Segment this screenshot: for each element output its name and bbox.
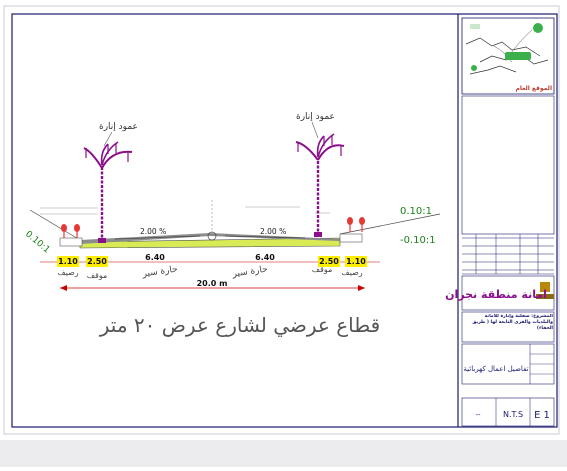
svg-text:2.50: 2.50 — [87, 257, 107, 266]
label-parking-left: موقف — [87, 271, 108, 280]
label-sidewalk-right: رصيف — [341, 268, 362, 277]
side-slope-left: 0.10:1 — [23, 229, 51, 255]
side-slope-right-bottom: -0.10:1 — [400, 235, 436, 246]
dim-lane-right: 6.40 — [255, 253, 275, 262]
side-slope-right-top: 0.10:1 — [400, 206, 432, 217]
project-box — [461, 311, 555, 343]
side-slope-right-line — [339, 213, 441, 235]
project-text-wrap: المشروع: سفلتة وإنارة للأمانة والبلديات … — [472, 314, 553, 332]
scale-value: N.T.S — [503, 410, 523, 419]
label-lane-right: حارة سير — [231, 265, 268, 280]
sheet-dash: -- — [475, 411, 481, 419]
total-width: 20.0 m — [197, 279, 228, 288]
slope-left: 2.00 % — [140, 227, 166, 236]
revision-grid — [462, 234, 554, 275]
drawing-name: تفاصيل اعمال كهربائية — [463, 365, 528, 373]
lamp-pole-left — [83, 141, 133, 243]
lamp-leader-left — [103, 131, 113, 147]
dim-tag-sidewalk-right: 1.10 — [345, 256, 367, 267]
dim-lane-left: 6.40 — [145, 253, 165, 262]
sheet-number: E 1 — [534, 410, 550, 421]
label-parking-right: موقف — [312, 265, 333, 274]
total-arrow-right — [358, 285, 365, 291]
curb-right — [339, 233, 363, 243]
revision-box — [461, 95, 555, 235]
lamp-pole-right — [295, 133, 345, 237]
authority-box — [461, 275, 555, 311]
authority-logo — [536, 282, 554, 299]
lamp-label-left: عمود إنارة — [99, 122, 138, 132]
dim-tag-parking-left: 2.50 — [86, 256, 108, 267]
tree-marker-left-1 — [61, 224, 67, 238]
dim-tag-parking-right: 2.50 — [318, 256, 340, 267]
slope-arrow-left — [114, 235, 201, 240]
location-map-label: الموقع العام — [515, 85, 552, 92]
project-text: المشروع: سفلتة وإنارة للأمانة والبلديات … — [472, 314, 553, 332]
svg-text:1.10: 1.10 — [346, 257, 366, 266]
svg-text:1.10: 1.10 — [58, 257, 78, 266]
label-sidewalk-left: رصيف — [57, 268, 78, 277]
drawing-title: قطاع عرضي لشارع عرض ٢٠ متر — [99, 313, 380, 338]
tree-marker-right-2 — [359, 217, 365, 232]
slope-arrow-right — [224, 235, 306, 239]
viewer-bottom-strip — [0, 440, 567, 467]
slope-right: 2.00 % — [260, 227, 286, 236]
svg-text:2.50: 2.50 — [319, 257, 339, 266]
lamp-leader-right — [311, 121, 319, 139]
sheet-info-box — [461, 397, 555, 427]
side-slope-left-line — [29, 209, 81, 241]
authority-name: امانة منطقة نجران — [445, 288, 547, 301]
location-map — [465, 23, 549, 75]
drawing-name-grid — [530, 353, 554, 375]
curb-left — [59, 237, 83, 247]
total-arrow-left — [60, 285, 67, 291]
outer-frame — [3, 5, 560, 435]
dim-tag-sidewalk-left: 1.10 — [57, 256, 79, 267]
label-lane-left: حارة سير — [141, 265, 178, 280]
tree-marker-right-1 — [347, 217, 353, 232]
inner-frame — [11, 13, 558, 428]
lamp-label-right: عمود إنارة — [296, 112, 335, 122]
tree-marker-left-2 — [74, 224, 80, 238]
